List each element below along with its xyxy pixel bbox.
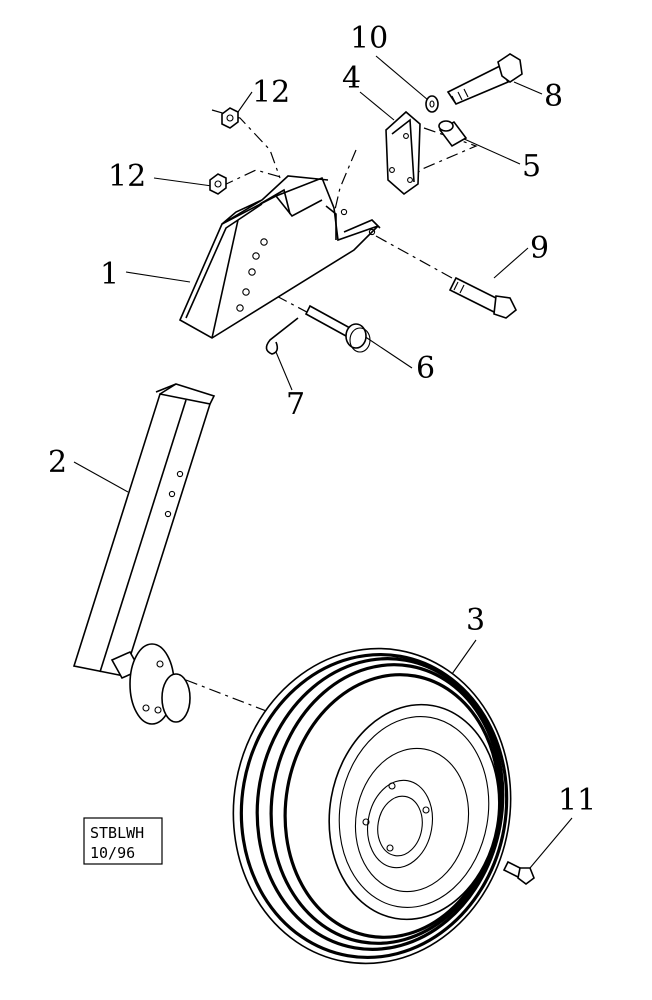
part-7-hair-pin-clip — [265, 317, 299, 355]
callout-4: 4 — [342, 61, 361, 96]
callout-1: 1 — [100, 257, 119, 292]
callout-8: 8 — [544, 79, 563, 114]
part-4-clevis-plate — [385, 110, 421, 196]
stamp-line-2: 10/96 — [90, 844, 135, 862]
callout-10: 10 — [350, 21, 388, 56]
wheel-hub-spindle — [129, 643, 191, 725]
callout-3: 3 — [466, 603, 485, 638]
part-3-wheel-tire — [232, 647, 512, 965]
callout-11: 11 — [558, 783, 596, 818]
part-2-wheel-arm — [72, 383, 216, 680]
stamp-line-1: STBLWH — [90, 824, 144, 842]
drawing-id-stamp: STBLWH 10/96 — [83, 817, 163, 865]
part-10-washer — [425, 95, 439, 113]
callout-9: 9 — [530, 231, 549, 266]
callout-12-upper: 12 — [252, 75, 290, 110]
callout-2: 2 — [48, 445, 67, 480]
callout-12-lower: 12 — [108, 159, 146, 194]
callout-7: 7 — [286, 387, 305, 422]
part-11-lug-bolt — [502, 860, 535, 885]
part-6-pin-with-ring — [304, 304, 371, 353]
part-8-hex-bolt — [446, 53, 523, 105]
part-12-hex-nut-upper — [221, 107, 239, 129]
part-9-hex-bolt — [448, 276, 518, 319]
callout-5: 5 — [522, 149, 541, 184]
callout-6: 6 — [416, 351, 435, 386]
leader-lines — [73, 55, 573, 869]
part-1-mount-bracket — [178, 175, 381, 339]
part-12-hex-nut-lower — [209, 173, 227, 195]
part-5-spacer-bushing — [438, 120, 468, 148]
